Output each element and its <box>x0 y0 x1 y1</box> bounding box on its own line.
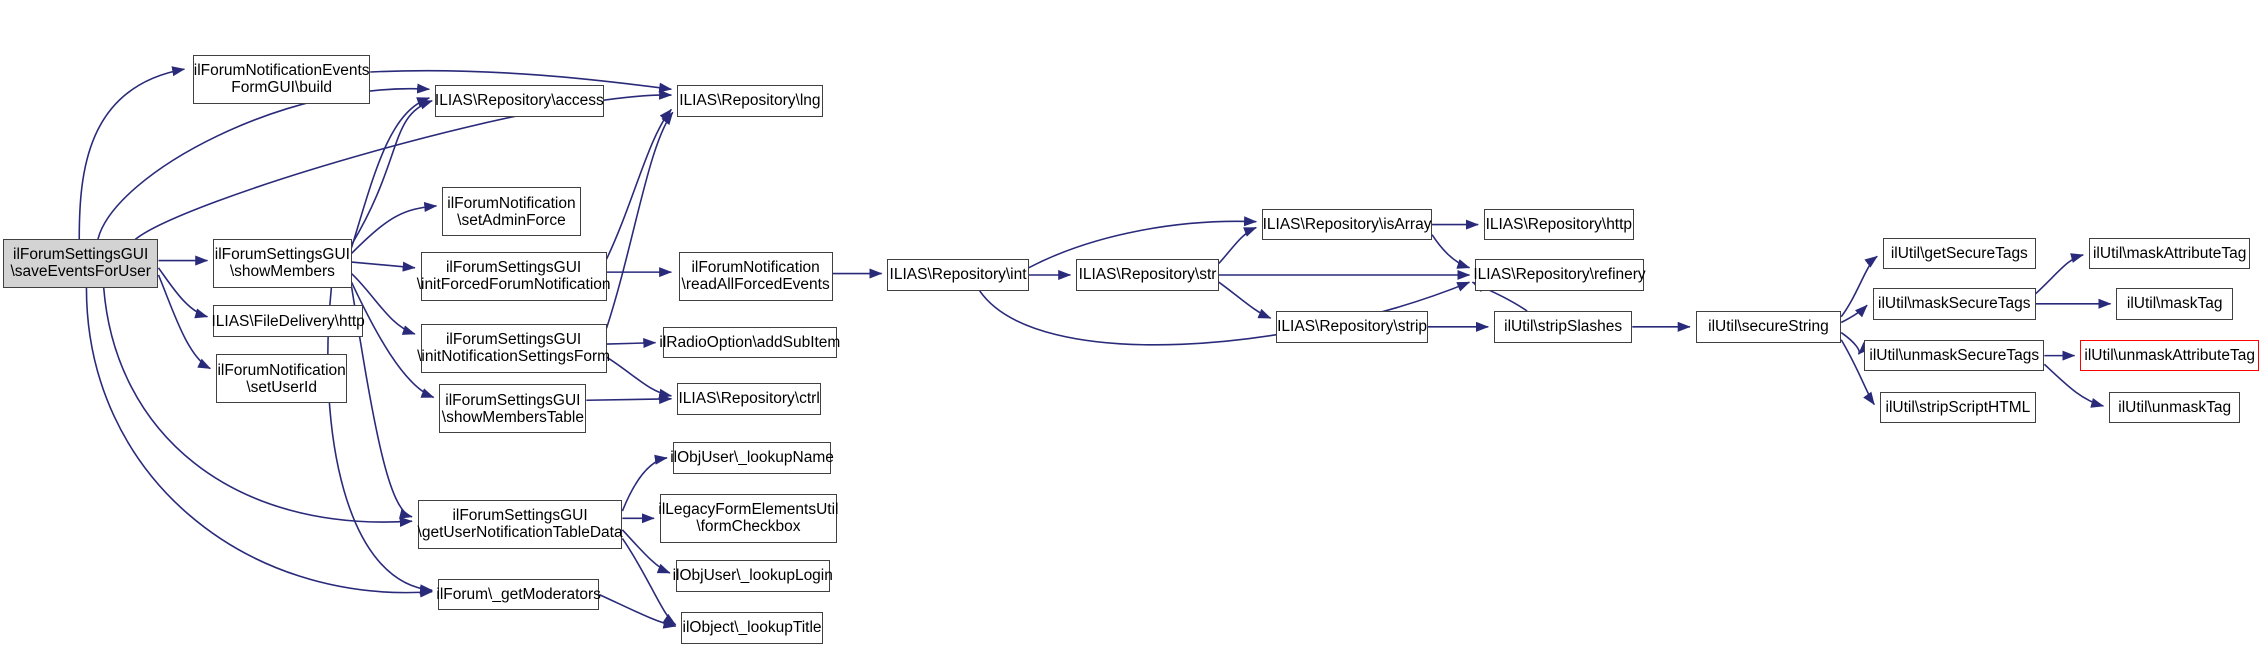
graph-node-saveEventsForUser[interactable]: ilForumSettingsGUI \saveEventsForUser <box>2 238 159 288</box>
graph-node-repoRefinery[interactable]: ILIAS\Repository\refinery <box>1473 259 1646 291</box>
graph-node-lookupLogin[interactable]: ilObjUser\_lookupLogin <box>673 560 833 592</box>
graph-node-lookupTitle[interactable]: ilObject\_lookupTitle <box>681 611 823 644</box>
graph-node-repoCtrl[interactable]: ILIAS\Repository\ctrl <box>677 382 822 415</box>
graph-node-showMembersTable[interactable]: ilForumSettingsGUI \showMembersTable <box>439 384 587 434</box>
graph-node-formCheckbox[interactable]: ilLegacyFormElementsUtil \formCheckbox <box>658 493 838 543</box>
graph-node-unmaskAttributeTag[interactable]: ilUtil\unmaskAttributeTag <box>2080 339 2259 372</box>
graph-node-stripScriptHTML[interactable]: ilUtil\stripScriptHTML <box>1880 391 2036 424</box>
graph-node-getUserNotificationTableData[interactable]: ilForumSettingsGUI \getUserNotificationT… <box>418 499 623 549</box>
graph-node-addSubItem[interactable]: ilRadioOption\addSubItem <box>659 326 840 359</box>
graph-node-getSecureTags[interactable]: ilUtil\getSecureTags <box>1882 237 2036 270</box>
graph-node-initForcedForumNotification[interactable]: ilForumSettingsGUI \initForcedForumNotif… <box>417 251 611 301</box>
graph-node-setUserId[interactable]: ilForumNotification \setUserId <box>216 354 348 404</box>
graph-node-repoStrip[interactable]: ILIAS\Repository\strip <box>1276 310 1428 343</box>
graph-node-lookupName[interactable]: ilObjUser\_lookupName <box>670 441 834 474</box>
graph-node-repoIsArray[interactable]: ILIAS\Repository\isArray <box>1262 208 1433 241</box>
graph-node-maskTag[interactable]: ilUtil\maskTag <box>2116 287 2234 320</box>
graph-node-getModerators[interactable]: ilForum\_getModerators <box>436 578 601 611</box>
graph-node-repoAccess[interactable]: ILIAS\Repository\access <box>435 84 604 117</box>
graph-node-setAdminForce[interactable]: ilForumNotification \setAdminForce <box>442 187 581 237</box>
graph-node-unmaskTag[interactable]: ilUtil\unmaskTag <box>2109 391 2241 424</box>
graph-node-repoStr[interactable]: ILIAS\Repository\str <box>1076 259 1219 291</box>
graph-node-maskSecureTags[interactable]: ilUtil\maskSecureTags <box>1872 287 2036 320</box>
graph-node-repoHttp[interactable]: ILIAS\Repository\http <box>1483 208 1634 241</box>
graph-node-initNotificationSettingsForm[interactable]: ilForumSettingsGUI \initNotificationSett… <box>417 323 610 373</box>
graph-node-repoInt[interactable]: ILIAS\Repository\int <box>887 259 1029 291</box>
graph-node-readAllForcedEvents[interactable]: ilForumNotification \readAllForcedEvents <box>678 251 833 301</box>
graph-node-unmaskSecureTags[interactable]: ilUtil\unmaskSecureTags <box>1864 339 2045 372</box>
graph-node-fileDeliveryHttp[interactable]: ILIAS\FileDelivery\http <box>211 305 365 337</box>
graph-node-buildFormGUI[interactable]: ilForumNotificationEvents FormGUI\build <box>193 54 371 104</box>
graph-node-stripSlashes[interactable]: ilUtil\stripSlashes <box>1493 310 1633 343</box>
graph-node-showMembers[interactable]: ilForumSettingsGUI \showMembers <box>213 238 352 288</box>
graph-node-maskAttributeTag[interactable]: ilUtil\maskAttributeTag <box>2088 237 2251 270</box>
graph-node-repoLng[interactable]: ILIAS\Repository\lng <box>677 84 823 117</box>
graph-node-secureString[interactable]: ilUtil\secureString <box>1695 310 1842 343</box>
